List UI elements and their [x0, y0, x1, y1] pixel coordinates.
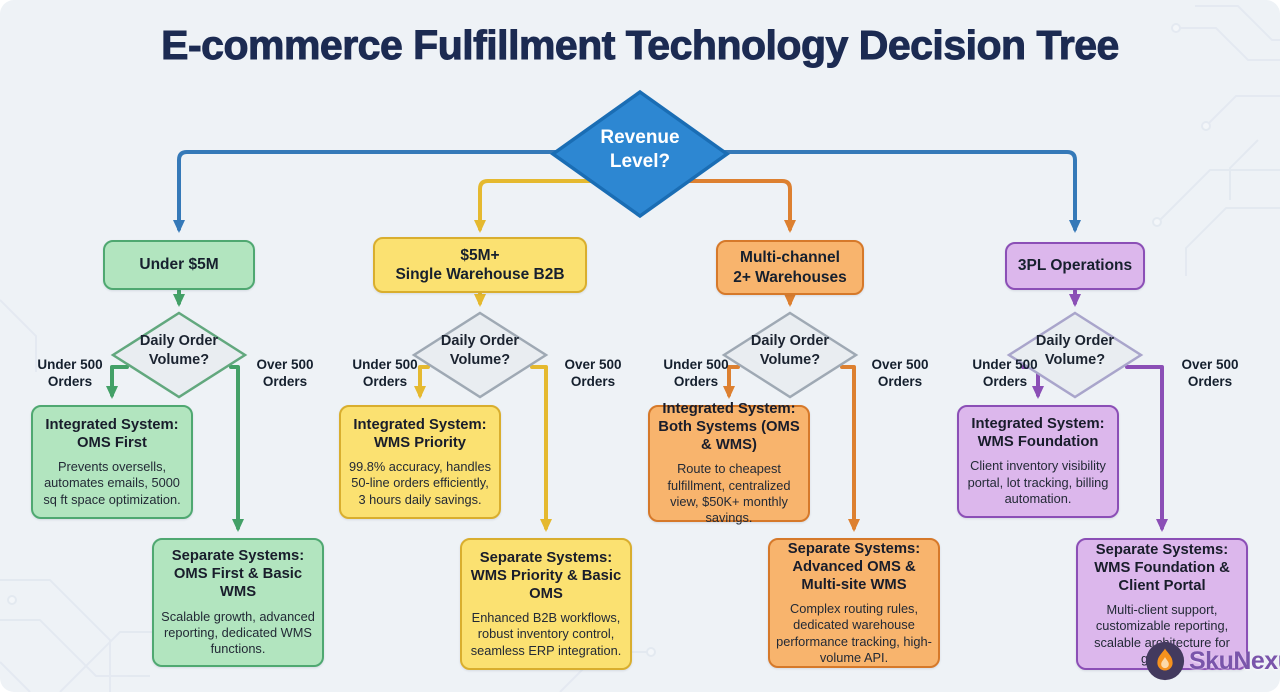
under-500-orders-label: Under 500 Orders	[37, 357, 103, 389]
result-title: Separate Systems: OMS First & Basic WMS	[171, 548, 305, 601]
revenue-level-diamond	[549, 89, 731, 219]
integrated-system-box-3: Integrated System: Both Systems (OMS & W…	[648, 401, 810, 525]
branch-box-label: Multi-channel 2+ Warehouses	[733, 249, 847, 286]
daily-order-volume-diamond-1	[110, 311, 248, 399]
skunexus-logo: SkuNexus	[1144, 640, 1280, 682]
decision-diamond-label: Daily Order Volume?	[750, 333, 830, 368]
page-title: E-commerce Fulfillment Technology Decisi…	[161, 22, 1120, 69]
connector-over-3	[840, 365, 860, 532]
branch-box-label: $5M+ Single Warehouse B2B	[395, 246, 565, 283]
branch-box-multi-channel: Multi-channel 2+ Warehouses	[716, 240, 864, 295]
result-body: Route to cheapest fulfillment, centraliz…	[667, 461, 791, 526]
result-title: Integrated System: Both Systems (OMS & W…	[658, 401, 800, 454]
result-title: Separate Systems: WMS Foundation & Clien…	[1094, 541, 1230, 594]
over-500-orders-label: Over 500 Orders	[564, 357, 622, 389]
daily-order-volume-diamond-3	[721, 311, 859, 399]
result-title: Separate Systems: WMS Priority & Basic O…	[470, 549, 622, 602]
branch-box-5m-plus: $5M+ Single Warehouse B2B	[373, 237, 587, 293]
daily-order-volume-diamond-4	[1006, 311, 1144, 399]
branch-box-label: Under $5M	[139, 256, 219, 274]
decision-diamond-label: Daily Order Volume?	[1035, 333, 1115, 368]
revenue-level-label: Revenue Level?	[600, 127, 680, 172]
over-500-orders-label: Over 500 Orders	[871, 357, 929, 389]
connector-under-3	[723, 365, 740, 399]
over-500-orders-label: Over 500 Orders	[256, 357, 314, 389]
under-500-orders-label: Under 500 Orders	[663, 357, 729, 389]
result-title: Integrated System: OMS First	[45, 416, 179, 451]
connector-over-4	[1125, 365, 1168, 532]
result-body: Scalable growth, advanced reporting, ded…	[161, 608, 315, 657]
result-title: Separate Systems: Advanced OMS & Multi-s…	[787, 540, 921, 593]
branch-box-3pl: 3PL Operations	[1005, 242, 1145, 290]
connector-under-2	[414, 365, 430, 399]
skunexus-logo-text: SkuNexus	[1189, 646, 1280, 675]
connector-root-under-5m	[173, 150, 558, 233]
result-body: Complex routing rules, dedicated warehou…	[776, 600, 932, 665]
over-500-orders-label: Over 500 Orders	[1181, 357, 1239, 389]
under-500-orders-label: Under 500 Orders	[352, 357, 418, 389]
connector-over-2	[530, 365, 552, 532]
decision-diamond-label: Daily Order Volume?	[139, 333, 219, 368]
result-body: Enhanced B2B workflows, robust inventory…	[470, 610, 622, 658]
integrated-system-box-1: Integrated System: OMS First Prevents ov…	[31, 405, 193, 519]
connector-root-3pl	[721, 150, 1081, 233]
separate-systems-box-1: Separate Systems: OMS First & Basic WMS …	[152, 538, 324, 667]
connector-under-1	[106, 365, 129, 399]
result-body: Prevents oversells, automates emails, 50…	[43, 458, 181, 507]
under-500-orders-label: Under 500 Orders	[972, 357, 1038, 389]
integrated-system-box-2: Integrated System: WMS Priority 99.8% ac…	[339, 405, 501, 519]
daily-order-volume-diamond-2	[411, 311, 549, 399]
branch-box-label: 3PL Operations	[1017, 257, 1133, 275]
result-body: Client inventory visibility portal, lot …	[967, 458, 1109, 507]
separate-systems-box-2: Separate Systems: WMS Priority & Basic O…	[460, 538, 632, 670]
result-body: 99.8% accuracy, handles 50-line orders e…	[348, 458, 492, 507]
skunexus-flame-icon	[1145, 641, 1185, 681]
branch-box-under-5m: Under $5M	[103, 240, 255, 290]
connector-root-5m-plus	[474, 179, 593, 233]
connector-root-multi-channel	[686, 179, 796, 233]
result-title: Integrated System: WMS Priority	[353, 416, 487, 451]
connector-over-1	[229, 365, 244, 532]
separate-systems-box-3: Separate Systems: Advanced OMS & Multi-s…	[768, 538, 940, 668]
integrated-system-box-4: Integrated System: WMS Foundation Client…	[957, 405, 1119, 518]
result-title: Integrated System: WMS Foundation	[971, 416, 1105, 451]
decision-diamond-label: Daily Order Volume?	[440, 333, 520, 368]
